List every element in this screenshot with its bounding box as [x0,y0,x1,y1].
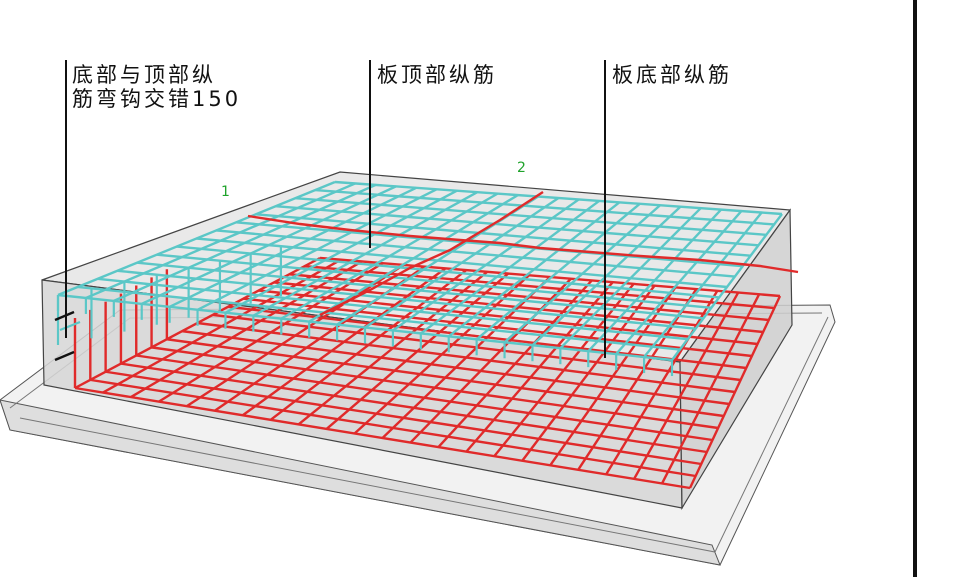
lap-label-line1: 底部与顶部纵 [72,63,216,87]
section-line-2 [319,190,544,317]
top-rebar-bar [97,277,688,341]
bottom-rebar-bar [136,354,713,442]
top-rebar-bar [176,245,720,299]
top-rebar-mesh [56,180,783,376]
top-rebar-bar [334,180,783,216]
bottom-bar-label: 板底部纵筋 [612,63,732,87]
top-rebar-bar [156,253,712,310]
bottom-rebar-bar [197,321,736,394]
bottom-rebar-bar [105,370,702,466]
top-bar-label: 板顶部纵筋 [377,63,497,87]
base-plate-front [0,399,721,566]
section-marker-2: 2 [517,160,526,176]
top-rebar-bar [295,196,767,237]
lap-label: 底部与顶部纵 筋弯钩交错150 [72,63,241,111]
bottom-rebar-bar [74,386,691,490]
bottom-rebar-bar [182,329,730,406]
hook-stub [59,320,81,332]
top-rebar-bar [315,188,775,226]
top-rebar-bar [235,221,743,268]
top-rebar-bar [275,205,759,247]
section-marker-1: 1 [221,184,230,200]
bottom-rebar-bar [258,289,758,346]
top-rebar-bar [137,261,704,320]
base-plate-inner-edge-2 [19,316,829,553]
hook-stub [54,350,75,362]
bottom-rebar-bar [120,362,708,454]
bottom-rebar-bar [273,281,764,334]
bottom-rebar-bar [151,346,719,430]
top-rebar-bar [196,237,728,289]
section-lines [247,190,799,317]
hook-stubs [54,310,81,362]
top-rebar-bar [117,269,696,330]
bottom-rebar-bar [166,338,724,418]
bottom-rebar-bar [90,378,696,478]
bottom-rebar-bar [243,297,753,358]
top-rebar-bar [216,229,735,278]
bottom-rebar-mesh [73,256,782,490]
top-rebar-bar [255,213,751,257]
top-rebar-bar [77,285,680,351]
right-border-bar [913,0,917,577]
lap-label-line2: 筋弯钩交错150 [72,87,242,111]
section-line-1 [247,214,799,274]
slab-right-face [679,208,793,511]
hook-stub [54,310,75,322]
leader-lines [65,60,606,358]
